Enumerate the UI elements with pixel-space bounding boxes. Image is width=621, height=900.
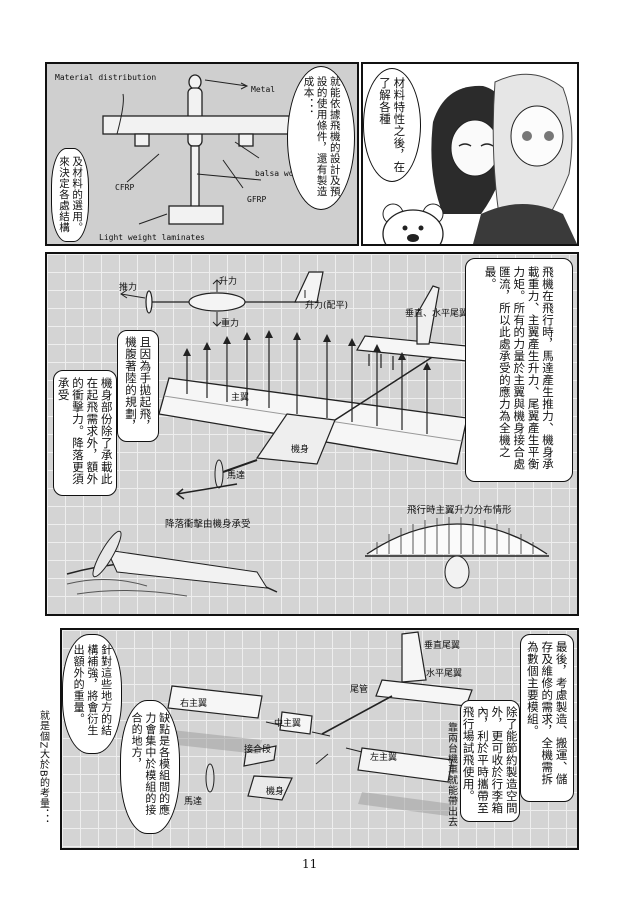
gfrp-label: GFRP	[247, 195, 267, 204]
character-art	[382, 73, 577, 244]
joint-label: 接合段	[244, 745, 272, 755]
laminates-label: Light weight laminates	[99, 233, 205, 242]
narration-text: 機身部份除了承載此在起飛需求外，額外的衝擊力。降落更須承受	[56, 377, 114, 485]
left-wing-label: 左主翼	[370, 753, 398, 763]
bubble-text: 針對這些地方的結構補強，將會衍生出額外的重量。	[72, 644, 113, 736]
balsa-label: balsa wood	[255, 169, 304, 178]
side-note: 就是個Z大於B的考量．．．	[36, 710, 49, 860]
panel-modules: 垂直尾翼 水平尾翼 尾管 右主翼 中主翼 接合段 左主翼 馬達 機身 最後，考慮…	[60, 628, 579, 850]
speech-bubble-design: 就能依據飛機的設計及預設的使用條件，還有製造成本．．．	[287, 66, 355, 210]
motor-label: 馬達	[184, 797, 203, 807]
bubble-text: 就能依據飛機的設計及預設的使用條件，還有製造成本．．．	[302, 76, 341, 197]
panel-force-analysis: 推力 升力 重力 升力(配平) 垂直、水平尾翼 主翼 機身 馬達 降落衝擊由機身…	[45, 252, 579, 616]
side-note-text: 就是個Z大於B的考量．．．	[37, 710, 49, 831]
narration-text: 最後，考慮製造、搬運、儲存及維修的需求，全機需拆為數個主要模組。	[525, 641, 569, 785]
narration-text: 除了能節約製造空間外，更可收於行李箱內，利於平時攜帶至飛行場試飛使用。	[461, 706, 519, 814]
motorcycle-note: 靠兩台機車就能帶出去	[444, 722, 457, 844]
speech-bubble-materials: 材料特性之後，在了解各種	[363, 68, 421, 182]
panel-characters: 材料特性之後，在了解各種	[361, 62, 579, 246]
page-number: 11	[302, 857, 318, 871]
motor-label: 馬達	[227, 471, 246, 481]
speech-bubble-stress: 缺點是各模組間的應力會集中於模組的接合的地方，	[120, 700, 180, 834]
horizontal-tail-label: 水平尾翼	[426, 669, 463, 679]
note-text: 靠兩台機車就能帶出去	[445, 722, 457, 827]
speech-bubble-structure: 及材料的選用。來決定各處結構	[51, 148, 89, 242]
landing-caption: 降落衝擊由機身承受	[165, 519, 251, 530]
module-diagram	[167, 631, 473, 816]
tail-lift-label: 升力(配平)	[305, 301, 349, 311]
cfrp-label: CFRP	[115, 183, 135, 192]
narration-box-storage: 除了能節約製造空間外，更可收於行李箱內，利於平時攜帶至飛行場試飛使用。	[460, 700, 520, 822]
narration-box-landing: 機身部份除了承載此在起飛需求外，額外的衝擊力。降落更須承受	[53, 370, 117, 496]
metal-label: Metal	[251, 85, 276, 94]
vertical-tail-label: 垂直尾翼	[424, 641, 461, 651]
tail-label: 垂直、水平尾翼	[405, 309, 469, 319]
force-diagram	[66, 271, 549, 597]
narration-box-forces: 飛機在飛行時，馬達產生推力、機身承載重力、主翼產生升力、尾翼產生平衡力矩。所有的…	[465, 258, 573, 482]
panel-material-distribution: Material distribution Metal CFRP balsa w…	[45, 62, 359, 246]
lift-distribution-caption: 飛行時主翼升力分布情形	[407, 505, 512, 516]
bubble-text: 缺點是各模組間的應力會集中於模組的接合的地方，	[130, 712, 171, 816]
fuselage-label: 機身	[266, 787, 285, 797]
center-wing-label: 中主翼	[274, 719, 302, 729]
bubble-text: 及材料的選用。來決定各處結構	[58, 156, 84, 233]
lift-label: 升力	[219, 277, 238, 287]
narration-text: 且因為手拋起飛，機腹著陸的規劃，	[124, 336, 153, 432]
narration-text: 飛機在飛行時，馬達產生推力、機身承載重力、主翼產生升力、尾翼產生平衡力矩。所有的…	[483, 266, 555, 470]
main-wing-label: 主翼	[231, 393, 250, 403]
airframe-sketch	[102, 74, 290, 225]
tail-boom-label: 尾管	[350, 685, 369, 695]
narration-box-hand-launch: 且因為手拋起飛，機腹著陸的規劃，	[117, 330, 159, 442]
bubble-text: 材料特性之後，在了解各種	[378, 77, 407, 173]
material-title: Material distribution	[55, 73, 157, 82]
speech-bubble-reinforcement: 針對這些地方的結構補強，將會衍生出額外的重量。	[62, 634, 122, 754]
gravity-label: 重力	[221, 319, 240, 329]
right-wing-label: 右主翼	[180, 699, 208, 709]
thrust-label: 推力	[119, 283, 138, 293]
fuselage-label: 機身	[291, 445, 310, 455]
narration-box-modules: 最後，考慮製造、搬運、儲存及維修的需求，全機需拆為數個主要模組。	[520, 634, 574, 802]
